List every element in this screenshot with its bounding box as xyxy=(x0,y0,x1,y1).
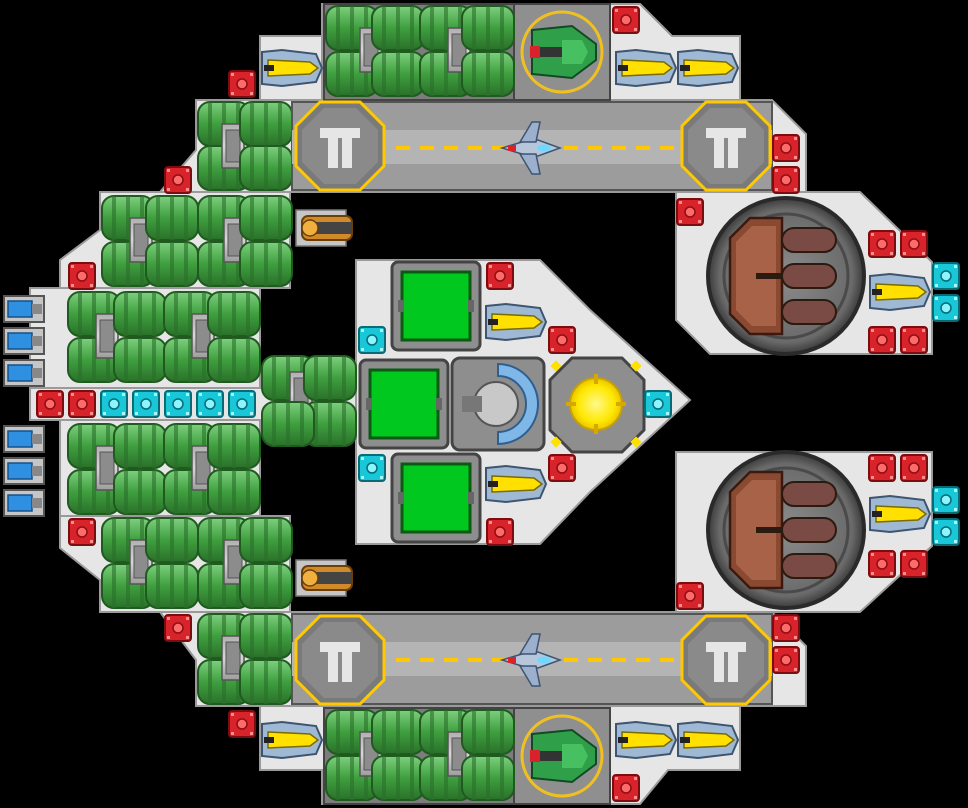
reactor-core-icon[interactable] xyxy=(548,356,646,454)
green-cargo-room-icon[interactable] xyxy=(390,260,482,352)
green-cargo-room-icon[interactable] xyxy=(358,358,450,450)
orange-cannon-icon[interactable] xyxy=(295,209,353,247)
heavy-cannon-turret-icon[interactable] xyxy=(706,196,866,356)
green-cargo-room-icon[interactable] xyxy=(390,452,482,544)
heavy-cannon-turret-icon[interactable] xyxy=(706,450,866,610)
shield-generator-icon[interactable] xyxy=(450,356,546,452)
hangar-bay-bottom xyxy=(291,613,773,706)
hangar-bay-top xyxy=(291,100,773,192)
hangar-bay-icon xyxy=(680,100,772,192)
hangar-bay-icon xyxy=(294,614,386,706)
hangar-bay-icon xyxy=(680,614,772,706)
orange-cannon-icon[interactable] xyxy=(295,559,353,597)
hangar-bay-icon xyxy=(294,100,386,192)
